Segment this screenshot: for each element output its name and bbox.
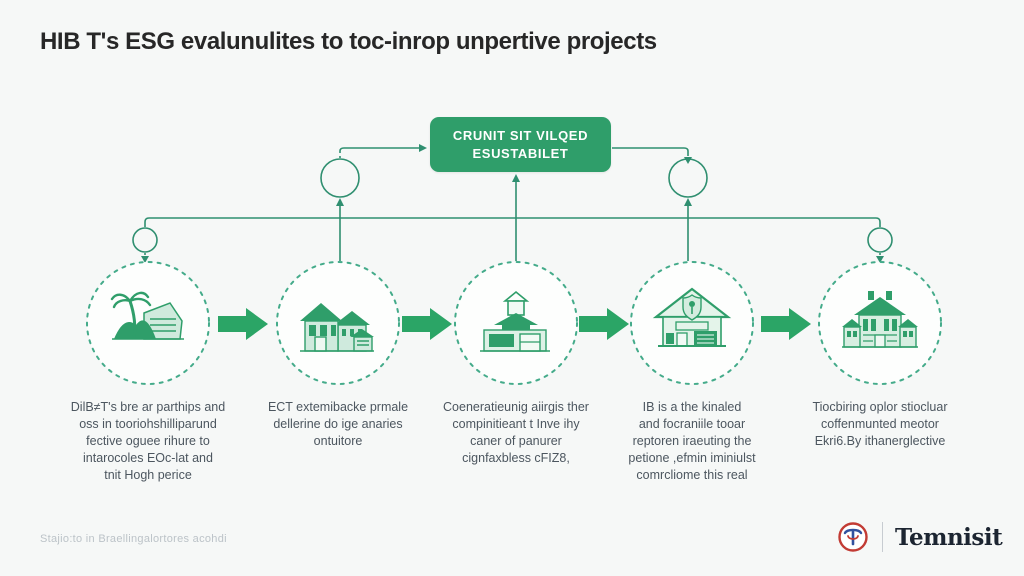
suburban-houses-icon xyxy=(276,261,400,385)
caption-line: Coeneratieunig aiirgis ther xyxy=(443,400,589,414)
stage-caption-5: Tiocbiring oplor stiocluar coffenmunted … xyxy=(773,399,987,450)
stage-caption-4: IB is a the kinaled and focraniile tooar… xyxy=(585,399,799,484)
flow-arrow-icon xyxy=(402,308,452,340)
mansion-icon xyxy=(818,261,942,385)
page-title: HIB T's ESG evalunulites to toc-inrop un… xyxy=(40,28,657,55)
caption-line: coffenmunted meotor xyxy=(821,417,939,431)
down-arrowhead-icon xyxy=(141,256,149,263)
down-arrowhead-icon xyxy=(876,256,884,263)
brand-lockup: Temnisit xyxy=(836,520,1003,554)
flow-arrow-icon xyxy=(579,308,629,340)
top-box-line2: ESUSTABILET xyxy=(472,145,569,161)
right-arrowhead-icon xyxy=(419,144,427,152)
up-arrowhead-icon xyxy=(684,198,692,206)
caption-line: tnit Hogh perice xyxy=(104,468,192,482)
upper-left-elbow-line xyxy=(339,147,419,152)
right-node-circle xyxy=(867,227,893,253)
caption-line: fective oguee rihure to xyxy=(86,434,210,448)
caption-line: and focraniile tooar xyxy=(638,417,746,431)
stage-circle-3 xyxy=(452,259,580,387)
brand-name: Temnisit xyxy=(895,523,1003,551)
flow-arrow-icon xyxy=(761,308,811,340)
caption-line: petione ,efmin iminiulst xyxy=(628,451,756,465)
eco-palm-site-icon xyxy=(86,261,210,385)
caption-line: reptoren iraeuting the xyxy=(632,434,752,448)
caption-line: caner of panurer xyxy=(470,434,562,448)
stage-circle-1 xyxy=(84,259,212,387)
caption-line: comrcliome this real xyxy=(636,468,748,482)
top-box-line1: CRUNIT SIT VILQED xyxy=(452,127,589,143)
up-arrowhead-icon xyxy=(336,198,344,206)
stage-caption-3: Coeneratieunig aiirgis ther compinitiean… xyxy=(409,399,623,467)
civic-building-icon xyxy=(454,261,578,385)
caption-line: Ekri6.By ithanerglective xyxy=(814,434,946,448)
caption-line: dellerine do ige anaries xyxy=(273,417,403,431)
down-arrowhead-icon xyxy=(684,157,692,164)
caption-line: oss in tooriohshilliparund xyxy=(79,417,217,431)
caption-line: DilB≠T's bre ar parthips and xyxy=(70,400,226,414)
flow-arrow-icon xyxy=(218,308,268,340)
caption-line: ECT extemibacke prmale xyxy=(267,400,409,414)
stage-caption-2: ECT extemibacke prmale dellerine do ige … xyxy=(231,399,445,450)
caption-line: compinitieant t Inve ihy xyxy=(452,417,580,431)
up-arrowhead-icon xyxy=(512,174,520,182)
left-node-circle xyxy=(132,227,158,253)
upper-right-node-circle xyxy=(668,158,708,198)
caption-line: IB is a the kinaled xyxy=(642,400,742,414)
caption-line: intarocoles EOc-lat and xyxy=(83,451,213,465)
stage-caption-1: DilB≠T's bre ar parthips and oss in toor… xyxy=(41,399,255,484)
stage-circle-4 xyxy=(628,259,756,387)
caption-line: cignfaxbless cFIZ8, xyxy=(462,451,570,465)
upper-left-node-circle xyxy=(320,158,360,198)
caption-line: Tiocbiring oplor stiocluar xyxy=(812,400,948,414)
horizontal-rail-line xyxy=(144,217,881,227)
brand-logo-icon xyxy=(838,522,868,552)
footer-note: Stajio:to in Braellingalortores acohdi xyxy=(40,533,227,545)
certified-house-icon xyxy=(630,261,754,385)
stage-circle-2 xyxy=(274,259,402,387)
upper-right-elbow-line xyxy=(612,147,689,156)
brand-divider xyxy=(882,522,883,552)
top-summary-box: CRUNIT SIT VILQED ESUSTABILET xyxy=(430,117,611,172)
caption-line: ontuitore xyxy=(313,434,363,448)
stage-circle-5 xyxy=(816,259,944,387)
